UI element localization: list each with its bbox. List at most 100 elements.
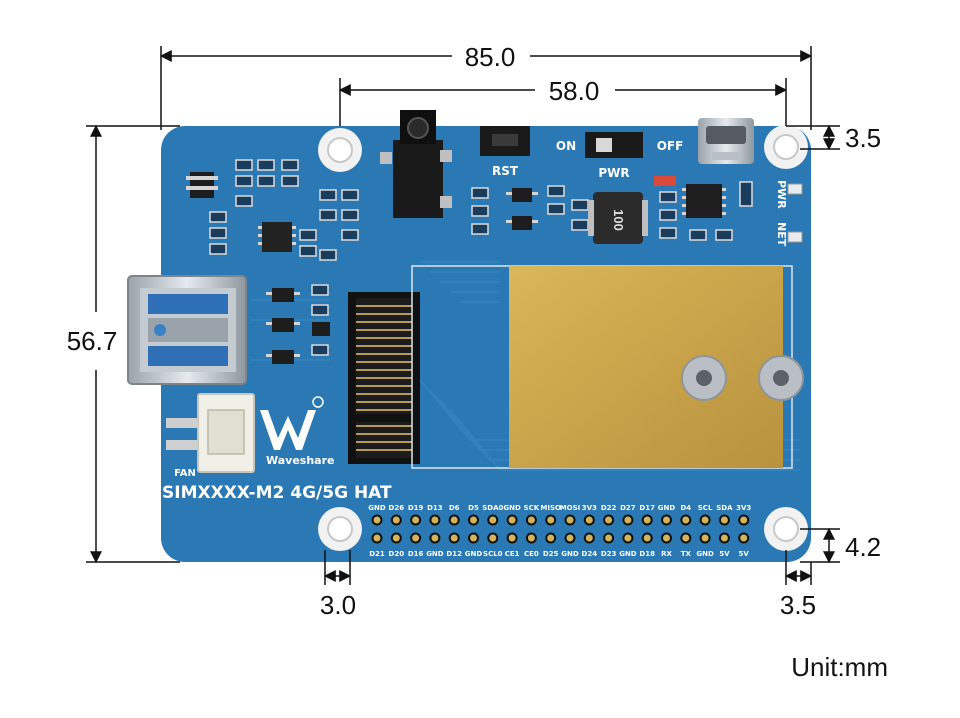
gpio-pin-label-top: GND xyxy=(368,504,386,512)
gpio-pin-label-bottom: GND xyxy=(465,550,483,558)
dim-bottom-offset: 4.2 xyxy=(845,532,881,562)
gpio-pin xyxy=(429,532,441,544)
gpio-pin-label-top: SDA xyxy=(716,504,733,512)
gpio-pin-label-bottom: D18 xyxy=(639,550,655,558)
gpio-pin xyxy=(525,514,537,526)
gpio-pin xyxy=(390,532,402,544)
gpio-pin-label-top: D27 xyxy=(620,504,636,512)
gpio-pin-label-bottom: SCL0 xyxy=(483,550,503,558)
dimension-lines xyxy=(86,46,840,585)
pwr-led-label: PWR xyxy=(775,180,788,209)
switch-off-label: OFF xyxy=(657,139,684,153)
gpio-pin xyxy=(487,532,499,544)
gpio-pin-label-top: MISO xyxy=(540,504,561,512)
board-title: SIMXXXX-M2 4G/5G HAT xyxy=(162,483,392,503)
gpio-pin-label-bottom: CE1 xyxy=(505,550,520,558)
power-switch: ON OFF PWR xyxy=(556,132,683,180)
gpio-pin-label-top: SCK xyxy=(524,504,540,512)
gpio-pin xyxy=(680,514,692,526)
gpio-pin xyxy=(699,514,711,526)
gpio-pin-label-bottom: RX xyxy=(661,550,672,558)
gpio-pin xyxy=(371,532,383,544)
gpio-pin xyxy=(738,532,750,544)
gpio-pin xyxy=(545,514,557,526)
gpio-pin xyxy=(603,532,615,544)
m2-socket xyxy=(348,292,420,464)
gpio-pin-label-bottom: D25 xyxy=(543,550,559,558)
gpio-pin-label-top: D6 xyxy=(449,504,460,512)
usb-a-port xyxy=(127,275,247,385)
gpio-pin-label-bottom: D12 xyxy=(446,550,462,558)
dim-height-total: 56.7 xyxy=(67,326,118,356)
gpio-pin-label-bottom: TX xyxy=(681,550,692,558)
gpio-pin xyxy=(468,532,479,544)
gpio-pin xyxy=(641,514,653,526)
gpio-pin-label-bottom: GND xyxy=(696,550,714,558)
gpio-pin xyxy=(661,532,672,544)
mounting-hole-bottom-left xyxy=(318,507,362,551)
gpio-pin xyxy=(738,514,750,526)
gpio-pin xyxy=(525,532,537,544)
gpio-pin-label-bottom: GND xyxy=(561,550,579,558)
gpio-pin-label-top: D22 xyxy=(601,504,617,512)
fan-label: FAN xyxy=(174,468,196,479)
switch-on-label: ON xyxy=(556,139,576,153)
gpio-pin-label-top: 3V3 xyxy=(736,504,751,512)
gpio-pin xyxy=(545,532,557,544)
mounting-hole-top-left xyxy=(318,128,362,172)
gpio-pin-label-top: D13 xyxy=(427,504,443,512)
gpio-pin xyxy=(641,532,653,544)
gpio-pin xyxy=(468,514,479,526)
gpio-pin xyxy=(718,514,730,526)
gpio-pin-label-top: D5 xyxy=(468,504,479,512)
gpio-pin xyxy=(661,514,672,526)
gpio-pin xyxy=(429,514,441,526)
audio-jack xyxy=(380,110,452,218)
gpio-pin xyxy=(564,532,576,544)
registered-icon xyxy=(312,396,324,408)
brand-label: Waveshare xyxy=(266,454,334,467)
dimension-labels: 85.0 58.0 3.5 56.7 4.2 3.0 3.5 Unit:mm xyxy=(67,42,888,682)
dim-width-holes: 58.0 xyxy=(549,76,600,106)
net-led-label: NET xyxy=(775,222,788,247)
fan-connector: FAN xyxy=(166,393,255,479)
gpio-pin xyxy=(718,532,730,544)
waveshare-logo-mark xyxy=(260,410,316,450)
status-leds: PWR NET xyxy=(775,180,803,247)
gpio-pin-label-top: GND xyxy=(503,504,521,512)
gpio-pin-label-bottom: 5V xyxy=(719,550,730,558)
power-inductor: 100 xyxy=(588,192,648,244)
gpio-pin xyxy=(622,532,634,544)
gpio-pin-label-top: MOSI xyxy=(560,504,581,512)
gpio-pin xyxy=(506,514,518,526)
gpio-pin-label-bottom: D23 xyxy=(601,550,617,558)
heatsink-screw-1 xyxy=(681,355,727,401)
gpio-pin-label-top: D19 xyxy=(408,504,424,512)
rst-label: RST xyxy=(492,164,519,178)
mounting-holes xyxy=(318,125,808,551)
gpio-pin-label-bottom: 5V xyxy=(739,550,750,558)
gpio-pin-label-top: 3V3 xyxy=(582,504,597,512)
gpio-pin xyxy=(371,514,383,526)
gpio-pin-label-bottom: GND xyxy=(619,550,637,558)
dim-left-hole-offset: 3.0 xyxy=(320,590,356,620)
gpio-pin xyxy=(506,532,518,544)
gpio-pin xyxy=(622,514,634,526)
gpio-pin xyxy=(487,514,499,526)
gpio-pin xyxy=(390,514,402,526)
gpio-pin xyxy=(699,532,711,544)
gpio-pin-label-top: SCL xyxy=(698,504,713,512)
gpio-pin-label-bottom: CE0 xyxy=(524,550,539,558)
gpio-pin xyxy=(448,514,460,526)
dim-width-total: 85.0 xyxy=(465,42,516,72)
gpio-pin-label-bottom: D24 xyxy=(582,550,598,558)
gpio-pin-label-top: GND xyxy=(658,504,676,512)
waveshare-logo: Waveshare xyxy=(260,396,334,467)
gpio-pin-label-top: D4 xyxy=(680,504,691,512)
inductor-marking: 100 xyxy=(611,209,626,231)
gpio-pin xyxy=(410,514,422,526)
gpio-pin-label-bottom: D16 xyxy=(408,550,424,558)
